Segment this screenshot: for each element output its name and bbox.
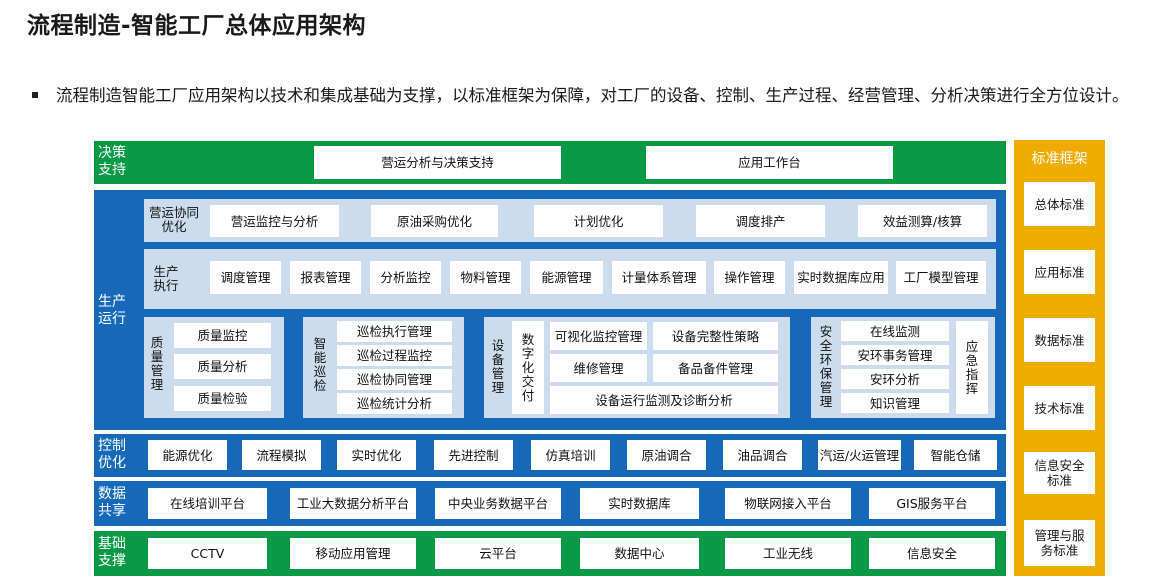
standard-item: 应用标准	[1024, 250, 1095, 294]
standards-framework-title: 标准框架	[1031, 151, 1088, 167]
control-item: 仿真培训	[531, 440, 610, 470]
safety-label: 安 全 环 保 管 理	[819, 324, 833, 409]
equipment-label: 设 备 管 理	[491, 338, 505, 395]
equipment-item: 可视化监控管理	[550, 322, 647, 350]
prod-exec-item: 能源管理	[530, 261, 603, 294]
quality-item: 质量检验	[174, 386, 271, 411]
infrastructure-item: 云平台	[435, 538, 561, 569]
standard-item: 数据标准	[1024, 318, 1095, 362]
safety-item: 知识管理	[841, 393, 949, 413]
ops-coord-item: 计划优化	[534, 205, 663, 237]
decision-item: 营运分析与决策支持	[314, 146, 561, 179]
control-item: 实时优化	[337, 440, 416, 470]
prod-exec-label: 生产 执行	[153, 264, 179, 293]
infrastructure-item: 数据中心	[580, 538, 699, 569]
patrol-item: 巡检过程监控	[337, 345, 452, 366]
production-operation-label: 生产 运行	[98, 294, 126, 327]
data-share-item: 物联网接入平台	[725, 488, 851, 519]
intro-text: 流程制造智能工厂应用架构以技术和集成基础为支撑，以标准框架为保障，对工厂的设备、…	[56, 86, 1129, 105]
safety-item: 在线监测	[841, 321, 949, 341]
infrastructure-item: 工业无线	[725, 538, 851, 569]
prod-exec-item: 调度管理	[210, 261, 281, 294]
equipment-item: 设备完整性策略	[653, 322, 778, 350]
patrol-item: 巡检协同管理	[337, 369, 452, 390]
control-item: 智能仓储	[914, 440, 997, 470]
infrastructure-item: 信息安全	[869, 538, 995, 569]
prod-exec-item: 工厂模型管理	[896, 261, 986, 294]
control-item: 流程模拟	[242, 440, 321, 470]
standard-item: 总体标准	[1024, 182, 1095, 226]
control-item: 原油调合	[627, 440, 706, 470]
prod-exec-item: 实时数据库应用	[794, 261, 888, 294]
infrastructure-label: 基础 支撑	[98, 536, 126, 569]
infrastructure-item: CCTV	[148, 538, 267, 569]
standard-item: 信息安全 标准	[1024, 452, 1095, 494]
quality-item: 质量分析	[174, 354, 271, 379]
ops-coord-item: 营运监控与分析	[210, 205, 339, 237]
data-share-item: 工业大数据分析平台	[290, 488, 416, 519]
decision-support-label: 决策 支持	[98, 145, 126, 178]
control-optimization-label: 控制 优化	[98, 438, 126, 471]
control-item: 汽运/火运管理	[818, 440, 901, 470]
data-sharing-label: 数据 共享	[98, 486, 126, 519]
data-share-item: 在线培训平台	[148, 488, 267, 519]
bullet-icon	[32, 92, 38, 98]
page-title: 流程制造-智能工厂总体应用架构	[27, 13, 367, 39]
data-share-item: 中央业务数据平台	[435, 488, 561, 519]
control-item: 油品调合	[723, 440, 802, 470]
safety-item: 安环事务管理	[841, 345, 949, 365]
equipment-item: 设备运行监测及诊断分析	[550, 386, 778, 414]
emergency-command-box: 应 急 指 挥	[956, 321, 988, 414]
prod-exec-item: 操作管理	[714, 261, 785, 294]
safety-item: 安环分析	[841, 369, 949, 389]
equipment-item: 备品备件管理	[653, 354, 778, 382]
infrastructure-item: 移动应用管理	[290, 538, 416, 569]
standard-item: 管理与服 务标准	[1024, 520, 1095, 566]
standard-item: 技术标准	[1024, 386, 1095, 430]
data-share-item: 实时数据库	[580, 488, 699, 519]
data-share-item: GIS服务平台	[869, 488, 995, 519]
prod-exec-item: 计量体系管理	[612, 261, 706, 294]
decision-item: 应用工作台	[646, 146, 893, 179]
ops-coord-item: 调度排产	[696, 205, 825, 237]
quality-item: 质量监控	[174, 323, 271, 348]
digital-delivery-box: 数 字 化 交 付	[512, 321, 544, 414]
ops-coord-label: 营运协同 优化	[148, 205, 199, 234]
prod-exec-item: 物料管理	[450, 261, 521, 294]
equipment-item: 维修管理	[550, 354, 647, 382]
patrol-item: 巡检统计分析	[337, 393, 452, 414]
control-item: 先进控制	[434, 440, 513, 470]
prod-exec-item: 报表管理	[290, 261, 361, 294]
control-item: 能源优化	[148, 440, 227, 470]
prod-exec-item: 分析监控	[370, 261, 441, 294]
ops-coord-item: 效益测算/核算	[858, 205, 987, 237]
patrol-item: 巡检执行管理	[337, 321, 452, 342]
ops-coord-item: 原油采购优化	[371, 205, 498, 237]
quality-label: 质 量 管 理	[150, 335, 164, 392]
patrol-label: 智 能 巡 检	[313, 336, 327, 393]
